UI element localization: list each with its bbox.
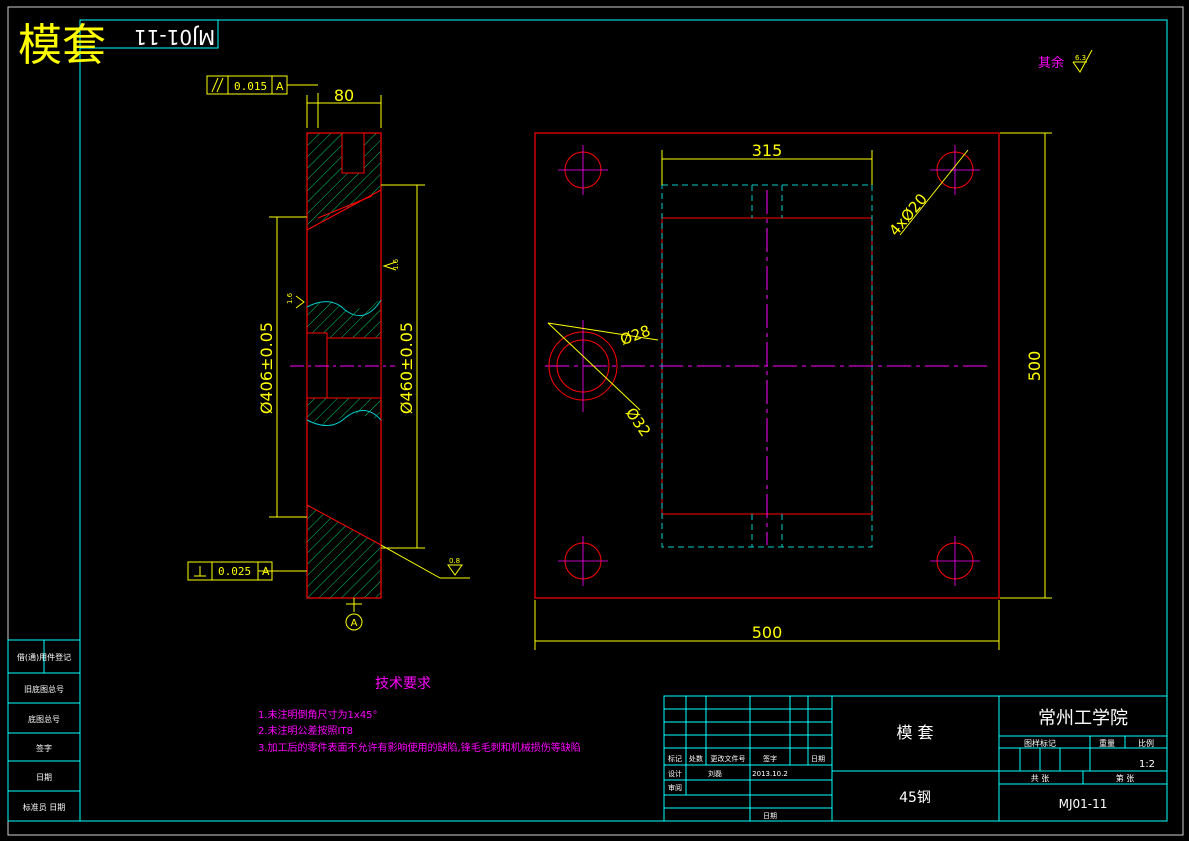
- part-name: 模 套: [896, 723, 933, 742]
- dim-thickness: 80: [334, 86, 354, 105]
- school-name: 常州工学院: [1038, 708, 1128, 729]
- left-row-6: 标准员 日期: [23, 802, 66, 812]
- roughness-1-6-right: 1.6: [392, 258, 400, 270]
- left-row-2: 旧底图总号: [24, 684, 64, 694]
- design-date: 2013.10.2: [752, 770, 788, 778]
- slot-line: [317, 195, 373, 219]
- dim-slot-width: 315: [752, 141, 783, 160]
- taper-top: [306, 189, 382, 231]
- mirrored-code: MJ01-11: [134, 25, 215, 49]
- hatch-mid-top: [307, 300, 381, 338]
- rest-roughness-symbol: [1072, 49, 1093, 73]
- rev-count: 处数: [689, 754, 703, 763]
- perp-frame: [187, 561, 273, 581]
- left-row-4: 签字: [36, 743, 52, 753]
- rev-sign: 签字: [763, 754, 777, 763]
- left-row-1: 借(通)用件登记: [17, 652, 71, 662]
- outer-border: [7, 6, 1184, 836]
- bore: [326, 337, 382, 399]
- design-name: 刘磊: [708, 769, 722, 778]
- perp-value: 0.025: [218, 565, 251, 578]
- design-label: 设计: [668, 769, 682, 778]
- plate-outline: [534, 132, 1000, 599]
- section-dims: [258, 93, 470, 612]
- dim-plate-width: 500: [752, 623, 783, 642]
- parallel-datum: A: [276, 80, 284, 93]
- sheet-total: 共 张: [1031, 774, 1050, 783]
- section-view: [290, 132, 395, 599]
- dim-outer-dia: Ø460±0.05: [397, 322, 416, 414]
- rev-mark: 标记: [668, 754, 682, 763]
- hatch-mid-bottom: [307, 398, 381, 425]
- rev-file: 更改文件号: [711, 754, 746, 763]
- scale-value: 1:2: [1139, 759, 1155, 770]
- dim-plate-height: 500: [1025, 351, 1044, 382]
- tech-heading: 技术要求: [375, 676, 431, 692]
- left-row-3: 底图总号: [28, 714, 60, 724]
- left-panel: [7, 639, 81, 822]
- roughness-marks: [295, 261, 463, 576]
- rest-roughness-value: 6.3: [1075, 54, 1086, 62]
- header-marks: 图样标记: [1024, 738, 1056, 748]
- curve-bottom: [306, 410, 382, 426]
- hatch-bottom: [307, 505, 381, 598]
- curve-top: [306, 299, 382, 317]
- dim-inner-dia: Ø406±0.05: [257, 322, 276, 414]
- drawing-no: MJ01-11: [1059, 797, 1108, 811]
- plan-dims: [534, 132, 1052, 650]
- left-row-5: 日期: [36, 773, 52, 782]
- plan-view: [534, 132, 1000, 599]
- pocket-top: [341, 132, 365, 174]
- date-label: 日期: [763, 812, 777, 820]
- header-scale: 比例: [1138, 738, 1154, 748]
- perp-datum: A: [262, 565, 270, 578]
- parallel-frame: [206, 75, 318, 95]
- tech-item-1: 1.未注明倒角尺寸为1x45°: [258, 708, 378, 721]
- taper-bottom: [306, 504, 382, 546]
- datum-label: A: [351, 618, 358, 629]
- material: 45钢: [899, 790, 931, 806]
- code-box: [79, 19, 219, 49]
- roughness-1-6-left: 1.6: [286, 292, 294, 304]
- header-weight: 重量: [1099, 738, 1115, 748]
- tech-item-3: 3.加工后的零件表面不允许有影响使用的缺陷,锋毛毛刺和机械损伤等缺陷: [258, 741, 581, 754]
- rest-roughness-label: 其余: [1038, 55, 1064, 71]
- hole-centerlines: [558, 145, 980, 586]
- title-block: [663, 695, 1168, 822]
- sheet-number: 第 张: [1116, 773, 1135, 783]
- parallel-value: 0.015: [234, 80, 267, 93]
- inner-border: [79, 19, 1168, 822]
- title-overlay: 模套: [18, 20, 106, 71]
- roughness-0-8: 0.8: [449, 557, 460, 565]
- review-label: 审阅: [668, 783, 682, 792]
- tech-item-2: 2.未注明公差按照IT8: [258, 724, 353, 737]
- datum-circle: [345, 613, 363, 631]
- rev-date: 日期: [811, 755, 825, 763]
